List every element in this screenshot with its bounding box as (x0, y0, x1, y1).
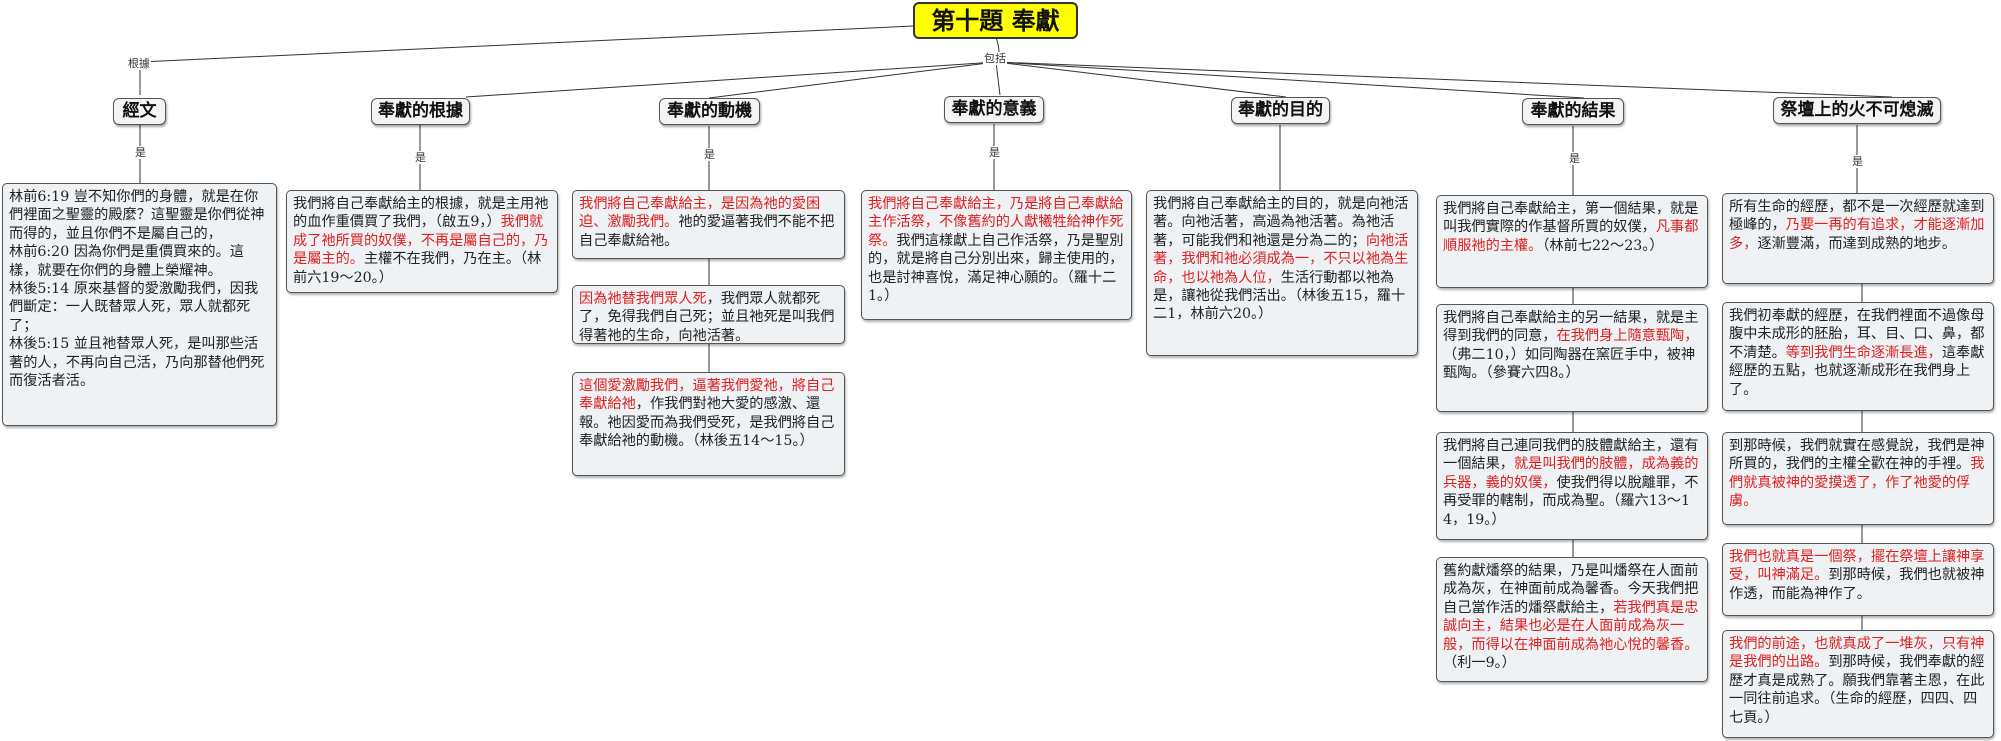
fire-text: 所有生命的經歷，都不是一次經歷就達到極峰的， (1729, 199, 1985, 234)
edge-label-includes: 包括 (983, 52, 1007, 65)
edge-label-is: 是 (703, 148, 716, 161)
motive-box-3: 這個愛激勵我們，逼著我們愛祂，將自己奉獻給祂，作我們對祂大愛的感激、還報。祂因愛… (572, 372, 845, 476)
topic-scripture[interactable]: 經文 (113, 98, 166, 125)
scripture-verse: 林前6:20 因為你們是重價買來的。這樣，就要在你們的身體上榮耀神。 (9, 244, 244, 279)
purpose-text: 生活行動都以祂為是，讓祂從我們活出。（林後五15，羅十二1，林前六20。） (1153, 269, 1406, 323)
result-text: 我們將自己奉獻給主，第一個結果，就是叫我們實際的作基督所買的奴僕， (1443, 201, 1699, 236)
fire-text: 逐漸豐滿，而達到成熟的地步。 (1757, 235, 1957, 252)
topic-motive[interactable]: 奉獻的動機 (659, 98, 760, 125)
result-box-4: 舊約獻燔祭的結果，乃是叫燔祭在人面前成為灰，在神面前成為馨香。今天我們把自己當作… (1436, 557, 1708, 682)
fire-box-3: 到那時候，我們就實在感覺說，我們是神所買的，我們的主權全歡在神的手裡。我們就真被… (1722, 432, 1994, 525)
result-box-2: 我們將自己奉獻給主的另一結果，就是主得到我們的同意，在我們身上隨意甄陶，（弗二1… (1436, 304, 1708, 412)
fire-text: 我們初奉獻的經歷，在我們裡面不過像母腹中未成形的胚胎，耳、目、口、鼻，都不清楚。 (1729, 308, 1985, 361)
result-text: 我們將自己奉獻給主的另一結果，就是主得到我們的同意， (1443, 310, 1699, 345)
fire-highlight: 乃要一再的有追求，才能逐漸加多， (1729, 217, 1985, 252)
result-highlight: 凡事都順服祂的主權。 (1443, 219, 1699, 254)
edge-label-basis: 根據 (127, 57, 151, 70)
purpose-box: 我們將自己奉獻給主的目的，就是向祂活著。向祂活著，高過為祂活著。為祂活著，可能我… (1146, 190, 1418, 356)
fire-text: 這奉獻經歷的五點，也就逐漸成形在我們身上了。 (1729, 344, 1985, 398)
result-text: 使我們得以脫離罪，不再受罪的轄制，而成為聖。（羅六13～14，19。） (1443, 474, 1699, 528)
result-box-1: 我們將自己奉獻給主，第一個結果，就是叫我們實際的作基督所買的奴僕，凡事都順服祂的… (1436, 195, 1708, 288)
meaning-box: 我們將自己奉獻給主，乃是將自己奉獻給主作活祭，不像舊約的人獻犧牲給神作死祭。我們… (861, 190, 1132, 320)
fire-highlight: 我們就真被神的愛摸透了，作了祂愛的俘虜。 (1729, 456, 1985, 510)
result-text: （弗二10，）如同陶器在窯匠手中，被神甄陶。（參賽六四8。） (1443, 346, 1696, 382)
purpose-text: 我們將自己奉獻給主的目的，就是向祂活著。向祂活著，高過為祂活著。為祂活著，可能我… (1153, 196, 1409, 249)
fire-text: 到那時候，我們就實在感覺說，我們是神所買的，我們的主權全歡在神的手裡。 (1729, 438, 1985, 473)
fire-box-5: 我們的前途，也就真成了一堆灰，只有神是我們的出路。到那時候，我們奉獻的經歷才真是… (1722, 630, 1994, 738)
motive-text: ，作我們對祂大愛的感激、還報。祂因愛而為我們受死，是我們將自己奉獻給祂的動機。（… (579, 396, 835, 450)
edge-label-is: 是 (134, 146, 147, 159)
topic-basis[interactable]: 奉獻的根據 (371, 98, 470, 125)
root-topic: 第十題 奉獻 (913, 2, 1078, 39)
meaning-text: 我們這樣獻上自己作活祭，乃是聖別的，就是將自己分別出來，歸主使用的，也是討神喜悅… (868, 232, 1124, 305)
motive-text: ，我們眾人就都死了，免得我們自己死；並且祂死是叫我們得著祂的生命，向祂活著。 (579, 291, 835, 344)
topic-meaning[interactable]: 奉獻的意義 (944, 96, 1044, 123)
basis-text: 我們將自己奉獻給主的根據，就是主用祂的血作重價買了我們，（啟五9，） (293, 196, 549, 231)
motive-box-2: 因為祂替我們眾人死，我們眾人就都死了，免得我們自己死；並且祂死是叫我們得著祂的生… (572, 285, 845, 344)
purpose-highlight: 向祂活著，我們和祂必須成為一，不只以祂為生命，也以祂為人位， (1153, 232, 1409, 286)
edge-label-is: 是 (414, 151, 427, 164)
edge-label-is: 是 (988, 146, 1001, 159)
topic-purpose[interactable]: 奉獻的目的 (1231, 97, 1330, 124)
edge-label-is: 是 (1568, 152, 1581, 165)
basis-box: 我們將自己奉獻給主的根據，就是主用祂的血作重價買了我們，（啟五9，）我們就成了祂… (286, 190, 558, 293)
fire-highlight: 我們也就真是一個祭，擺在祭壇上讓神享受，叫神滿足。 (1729, 549, 1985, 584)
scripture-verse: 林後5:15 並且祂替眾人死，是叫那些活著的人，不再向自己活，乃向那替他們死而復… (9, 336, 265, 390)
result-text: （林前七22～23。） (1542, 237, 1664, 254)
fire-highlight: 我們的前途，也就真成了一堆灰，只有神是我們的出路。 (1729, 636, 1985, 671)
scripture-box: 林前6:19 豈不知你們的身體，就是在你們裡面之聖靈的殿麼？這聖靈是你們從神而得… (2, 183, 277, 426)
motive-text: 祂的愛逼著我們不能不把自己奉獻給祂。 (579, 214, 835, 249)
result-highlight: 在我們身上隨意甄陶， (1556, 328, 1699, 345)
result-highlight: 就是叫我們的肢體，成為義的兵器，義的奴僕， (1443, 456, 1699, 491)
result-text: （利一9。） (1443, 655, 1516, 672)
fire-highlight: 等到我們生命逐漸長進， (1785, 344, 1942, 361)
motive-box-1: 我們將自己奉獻給主，是因為祂的愛困迫、激勵我們。祂的愛逼著我們不能不把自己奉獻給… (572, 190, 845, 259)
result-highlight: 若我們真是忠誠向主，結果也必是在人面前成為灰一般，而得以在神面前成為祂心悅的馨香… (1443, 599, 1699, 653)
result-text: 我們將自己連同我們的肢體獻給主，還有一個結果， (1443, 438, 1699, 473)
result-text: 舊約獻燔祭的結果，乃是叫燔祭在人面前成為灰，在神面前成為馨香。今天我們把自己當作… (1443, 563, 1699, 616)
edge-label-is: 是 (1851, 155, 1864, 168)
basis-highlight: 我們就成了祂所買的奴僕，不再是屬自己的，乃是屬主的。 (293, 214, 549, 268)
scripture-verse: 林前6:19 豈不知你們的身體，就是在你們裡面之聖靈的殿麼？這聖靈是你們從神而得… (9, 189, 265, 242)
fire-text: 到那時候，我們奉獻的經歷才真是成熟了。願我們靠著主恩，在此一同往前追求。（生命的… (1729, 654, 1985, 726)
topic-fire-not-quenched[interactable]: 祭壇上的火不可熄滅 (1773, 97, 1941, 124)
motive-highlight: 因為祂替我們眾人死 (579, 291, 707, 307)
fire-box-1: 所有生命的經歷，都不是一次經歷就達到極峰的，乃要一再的有追求，才能逐漸加多，逐漸… (1722, 193, 1994, 284)
motive-highlight: 我們將自己奉獻給主，是因為祂的愛困迫、激勵我們。 (579, 196, 821, 231)
motive-highlight: 這個愛激勵我們，逼著我們愛祂，將自己奉獻給祂 (579, 378, 835, 413)
basis-text: 主權不在我們，乃在主。（林前六19～20。） (293, 251, 542, 286)
fire-box-4: 我們也就真是一個祭，擺在祭壇上讓神享受，叫神滿足。到那時候，我們也就被神作透，而… (1722, 543, 1994, 616)
topic-result[interactable]: 奉獻的結果 (1522, 98, 1624, 125)
meaning-highlight: 我們將自己奉獻給主，乃是將自己奉獻給主作活祭，不像舊約的人獻犧牲給神作死祭。 (868, 196, 1124, 249)
fire-text: 到那時候，我們也就被神作透，而能為神作了。 (1729, 567, 1985, 602)
result-box-3: 我們將自己連同我們的肢體獻給主，還有一個結果，就是叫我們的肢體，成為義的兵器，義… (1436, 432, 1708, 540)
scripture-verse: 林後5:14 原來基督的愛激勵我們，因我們斷定：一人既替眾人死，眾人就都死了； (9, 281, 259, 334)
fire-box-2: 我們初奉獻的經歷，在我們裡面不過像母腹中未成形的胚胎，耳、目、口、鼻，都不清楚。… (1722, 302, 1994, 411)
